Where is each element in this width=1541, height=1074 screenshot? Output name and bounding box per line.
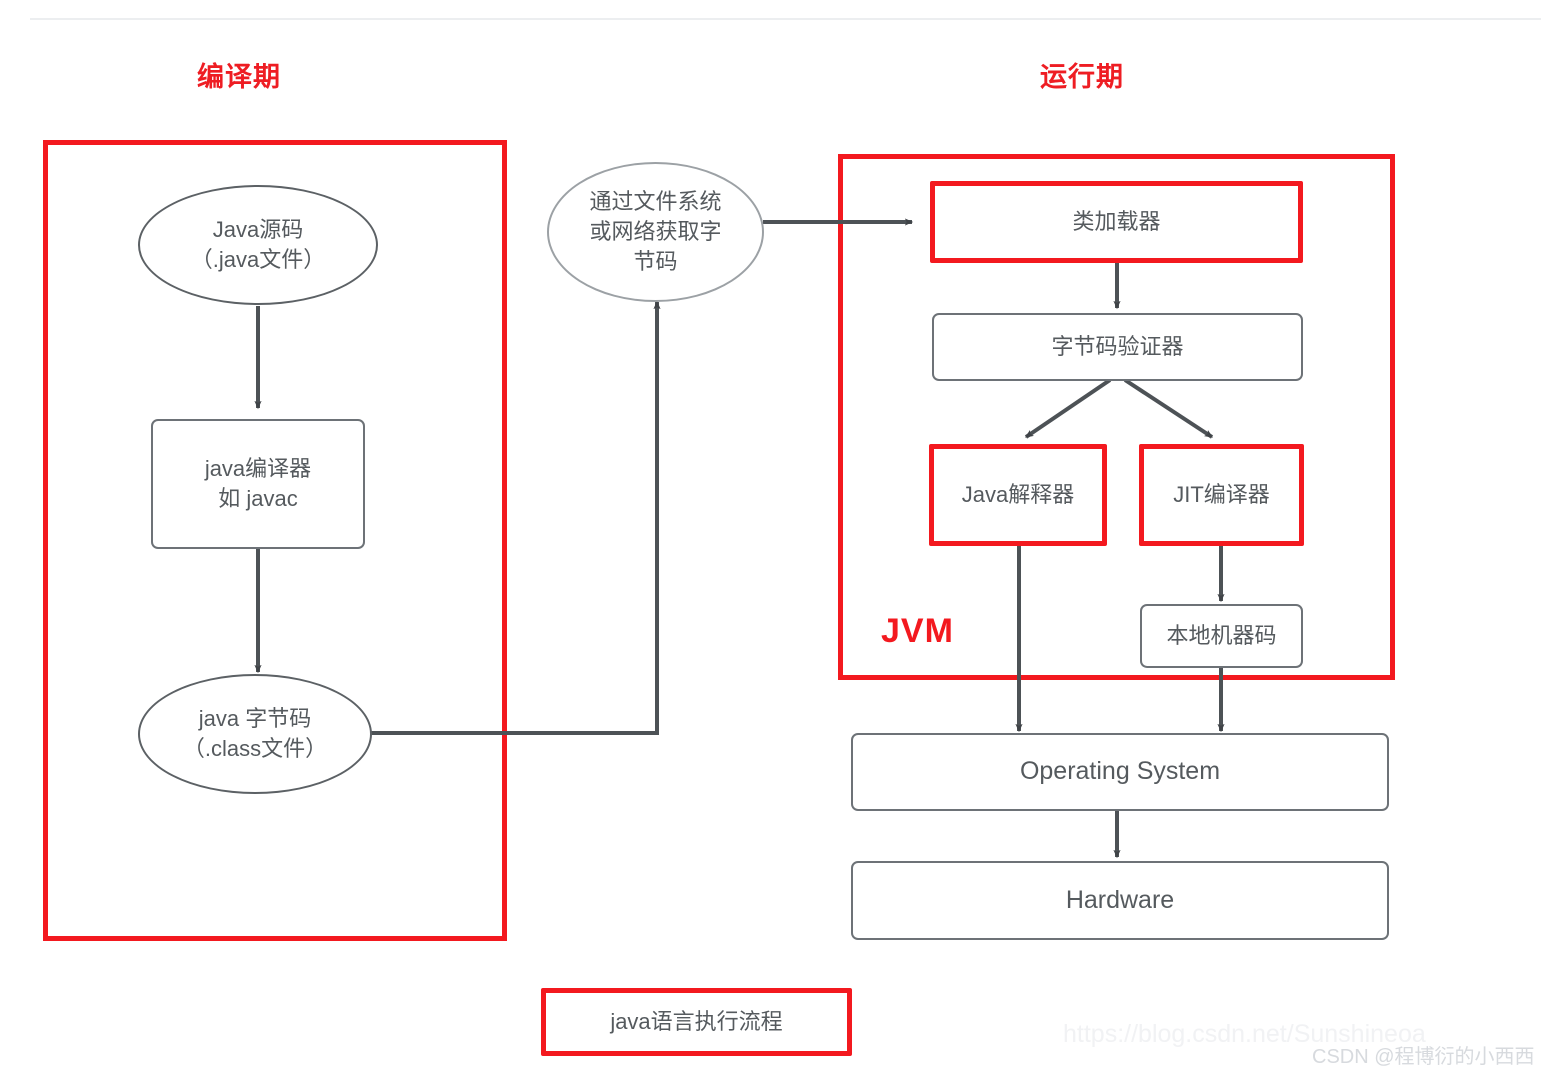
node-fetch-bytecode-line2: 或网络获取字 — [589, 219, 722, 245]
node-native-machine-code[interactable]: 本地机器码 — [1140, 604, 1303, 668]
node-class-loader-label: 类加载器 — [1072, 209, 1161, 235]
phase-title-compile: 编译期 — [197, 62, 281, 92]
footer-caption-label: java语言执行流程 — [610, 1009, 783, 1035]
node-java-source[interactable]: Java源码 （.java文件） — [138, 185, 378, 305]
node-native-machine-code-label: 本地机器码 — [1166, 623, 1277, 649]
node-hardware[interactable]: Hardware — [851, 861, 1389, 940]
node-java-bytecode-line2: （.class文件） — [182, 736, 328, 761]
node-hardware-label: Hardware — [1065, 885, 1175, 914]
node-java-source-line2: （.java文件） — [190, 247, 326, 272]
node-fetch-bytecode[interactable]: 通过文件系统 或网络获取字 节码 — [547, 162, 764, 302]
node-fetch-bytecode-line1: 通过文件系统 — [589, 189, 722, 215]
node-java-source-line1: Java源码 — [212, 217, 304, 243]
node-java-compiler-line2: 如 javac — [218, 486, 298, 511]
node-operating-system-label: Operating System — [1019, 757, 1221, 786]
node-java-bytecode-line1: java 字节码 — [198, 706, 312, 732]
node-java-compiler-line1: java编译器 — [204, 456, 312, 482]
node-java-interpreter[interactable]: Java解释器 — [929, 444, 1107, 546]
node-java-compiler[interactable]: java编译器 如 javac — [151, 419, 365, 549]
node-jit-compiler-label: JIT编译器 — [1173, 482, 1270, 508]
node-fetch-bytecode-line3: 节码 — [633, 248, 678, 274]
node-java-interpreter-label: Java解释器 — [961, 482, 1075, 508]
node-java-bytecode[interactable]: java 字节码 （.class文件） — [138, 674, 372, 794]
phase-title-runtime: 运行期 — [1040, 62, 1124, 92]
node-class-loader[interactable]: 类加载器 — [930, 181, 1303, 263]
node-jit-compiler[interactable]: JIT编译器 — [1139, 444, 1304, 546]
node-bytecode-verifier[interactable]: 字节码验证器 — [932, 313, 1303, 381]
node-bytecode-verifier-label: 字节码验证器 — [1051, 334, 1184, 360]
jvm-group — [838, 154, 1395, 680]
watermark-url: https://blog.csdn.net/Sunshineoa — [1063, 1020, 1426, 1048]
top-divider — [30, 18, 1541, 20]
jvm-label: JVM — [881, 612, 954, 650]
watermark-credit: CSDN @程博衍的小西西 — [1312, 1046, 1535, 1068]
footer-caption-box: java语言执行流程 — [541, 988, 852, 1056]
node-operating-system[interactable]: Operating System — [851, 733, 1389, 811]
